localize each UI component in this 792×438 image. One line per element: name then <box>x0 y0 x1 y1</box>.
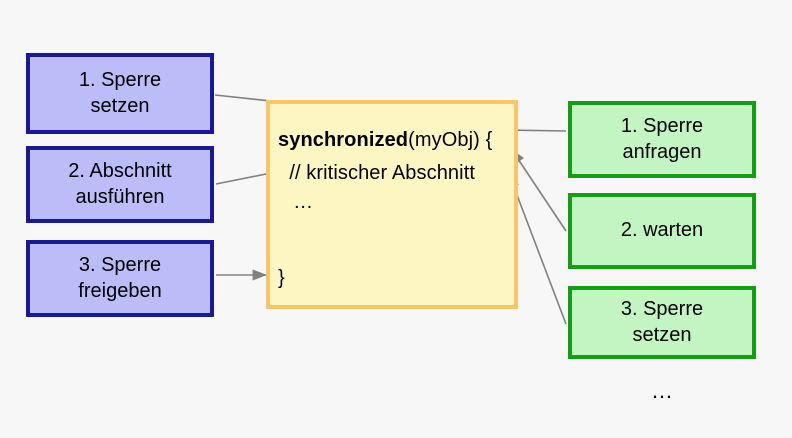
code-keyword-synchronized: synchronized <box>278 129 409 151</box>
code-line-2-comment: // kritischer Abschnitt <box>278 161 475 187</box>
step-box-lock-acquire[interactable]: 1. Sperre setzen <box>26 53 214 134</box>
code-line-3-text: … <box>278 191 316 213</box>
step-box-line-1: 1. Sperre <box>78 68 162 91</box>
code-line-2-text: // kritischer Abschnitt <box>278 162 476 184</box>
step-box-line-1: 2. Abschnitt <box>68 159 172 182</box>
lock-box-wait[interactable]: 2. warten <box>568 193 756 269</box>
lock-box-request[interactable]: 1. Sperre anfragen <box>568 101 756 178</box>
lock-steps-ellipsis: … <box>651 378 675 404</box>
step-box-line-2: ausführen <box>75 185 165 208</box>
lock-box-line-2: anfragen <box>622 140 702 163</box>
arrow-wait-to-code-block <box>511 149 567 232</box>
step-box-execute-section[interactable]: 2. Abschnitt ausführen <box>26 146 214 223</box>
code-block-synchronized[interactable]: synchronized(myObj) { // kritischer Absc… <box>266 100 518 309</box>
step-box-lock-release[interactable]: 3. Sperre freigeben <box>26 240 214 317</box>
lock-box-line-1: 1. Sperre <box>620 114 704 137</box>
lock-box-line-2: setzen <box>632 323 692 346</box>
lock-steps-ellipsis-text: … <box>651 378 675 403</box>
lock-box-line-1: 2. warten <box>620 219 704 242</box>
code-line-1: synchronized(myObj) { <box>278 128 492 154</box>
code-line-1-rest: (myObj) { <box>408 129 493 151</box>
step-box-line-2: setzen <box>90 94 150 117</box>
step-box-line-2: freigeben <box>78 279 162 302</box>
lock-box-line-1: 3. Sperre <box>620 297 704 320</box>
code-line-3-ellipsis: … <box>278 190 315 216</box>
code-line-4-text: } <box>278 267 285 289</box>
lock-box-acquire[interactable]: 3. Sperre setzen <box>568 286 756 359</box>
step-box-line-1: 3. Sperre <box>78 253 162 276</box>
code-line-4-close-brace: } <box>278 266 285 292</box>
